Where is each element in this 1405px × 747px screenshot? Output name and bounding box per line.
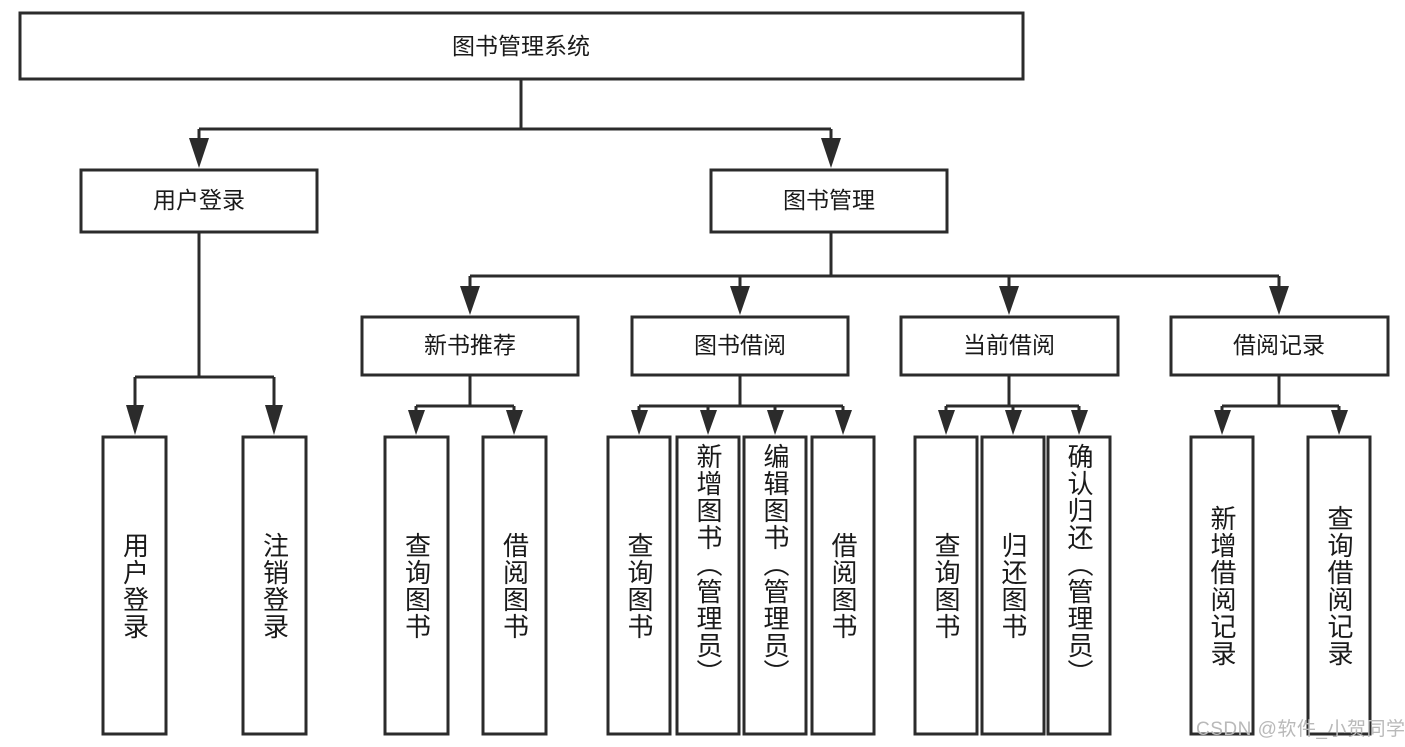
leaf-box-return-book[interactable] [980, 435, 1046, 736]
leaf-box-add-book-admin[interactable] [675, 435, 741, 736]
node-root-label: 图书管理系统 [452, 33, 590, 59]
arrow-root-to-books [821, 138, 841, 168]
arrow-records-to-query [1331, 410, 1348, 435]
csdn-watermark: CSDN @软件_小贺同学 [1196, 719, 1405, 740]
leaf-box-logout[interactable] [241, 435, 308, 736]
node-current-borrow-label: 当前借阅 [963, 332, 1055, 358]
arrow-books-to-current [999, 286, 1019, 315]
arrow-newbook-to-query [408, 410, 425, 435]
node-borrow-records-box[interactable] [1169, 315, 1390, 377]
edge-group-root [189, 79, 841, 168]
leaf-box-group [101, 435, 1372, 736]
arrow-books-to-records [1269, 286, 1289, 315]
node-borrow-records-label: 借阅记录 [1233, 332, 1325, 358]
edge-group-book-manage [460, 232, 1289, 315]
node-root-box[interactable] [18, 11, 1025, 81]
arrow-root-to-login [189, 138, 209, 168]
arrow-borrow-to-edit [767, 410, 784, 435]
edge-group-user-login [126, 232, 283, 435]
arrow-books-to-newbook [460, 286, 480, 315]
arrow-borrow-to-add [700, 410, 717, 435]
node-user-login[interactable]: 用户登录 [79, 168, 319, 234]
leaf-box-borrow-book-lend[interactable] [810, 435, 876, 736]
edge-group-borrow-records [1214, 375, 1348, 435]
arrow-records-to-add [1214, 410, 1231, 435]
node-current-borrow[interactable]: 当前借阅 [899, 315, 1120, 377]
arrow-borrow-to-query [631, 410, 648, 435]
node-borrow-records[interactable]: 借阅记录 [1169, 315, 1390, 377]
node-book-borrow-label: 图书借阅 [694, 332, 786, 358]
arrow-login-to-logout [265, 405, 283, 435]
leaf-box-add-record[interactable] [1189, 435, 1255, 736]
node-book-borrow-box[interactable] [630, 315, 850, 377]
node-new-book-recommend[interactable]: 新书推荐 [360, 315, 580, 377]
leaf-box-user-login[interactable] [101, 435, 168, 736]
arrow-login-to-user-login [126, 405, 144, 435]
leaf-box-query-book-cur[interactable] [913, 435, 979, 736]
arrow-newbook-to-borrow [506, 410, 523, 435]
node-user-login-label: 用户登录 [153, 187, 245, 213]
node-current-borrow-box[interactable] [899, 315, 1120, 377]
arrow-books-to-borrow [730, 286, 750, 315]
node-book-manage-label: 图书管理 [783, 187, 875, 213]
leaf-box-borrow-book-rec[interactable] [481, 435, 548, 736]
arrow-current-to-confirm [1071, 410, 1088, 435]
leaf-box-confirm-return[interactable] [1046, 435, 1112, 736]
leaf-box-query-record[interactable] [1306, 435, 1372, 736]
node-book-manage[interactable]: 图书管理 [709, 168, 949, 234]
arrow-borrow-to-lend [835, 410, 852, 435]
edge-group-new-book [408, 375, 523, 435]
leaf-box-query-book-rec[interactable] [383, 435, 450, 736]
edge-group-current-borrow [938, 375, 1088, 435]
node-book-manage-box[interactable] [709, 168, 949, 234]
arrow-current-to-query [938, 410, 955, 435]
leaf-box-edit-book-admin[interactable] [742, 435, 808, 736]
leaf-box-query-book-lend[interactable] [606, 435, 672, 736]
node-new-book-recommend-label: 新书推荐 [424, 332, 516, 358]
arrow-current-to-return [1005, 410, 1022, 435]
node-new-book-recommend-box[interactable] [360, 315, 580, 377]
node-book-borrow[interactable]: 图书借阅 [630, 315, 850, 377]
node-root[interactable]: 图书管理系统 [18, 11, 1025, 81]
edge-group-book-borrow [631, 375, 852, 435]
node-user-login-box[interactable] [79, 168, 319, 234]
